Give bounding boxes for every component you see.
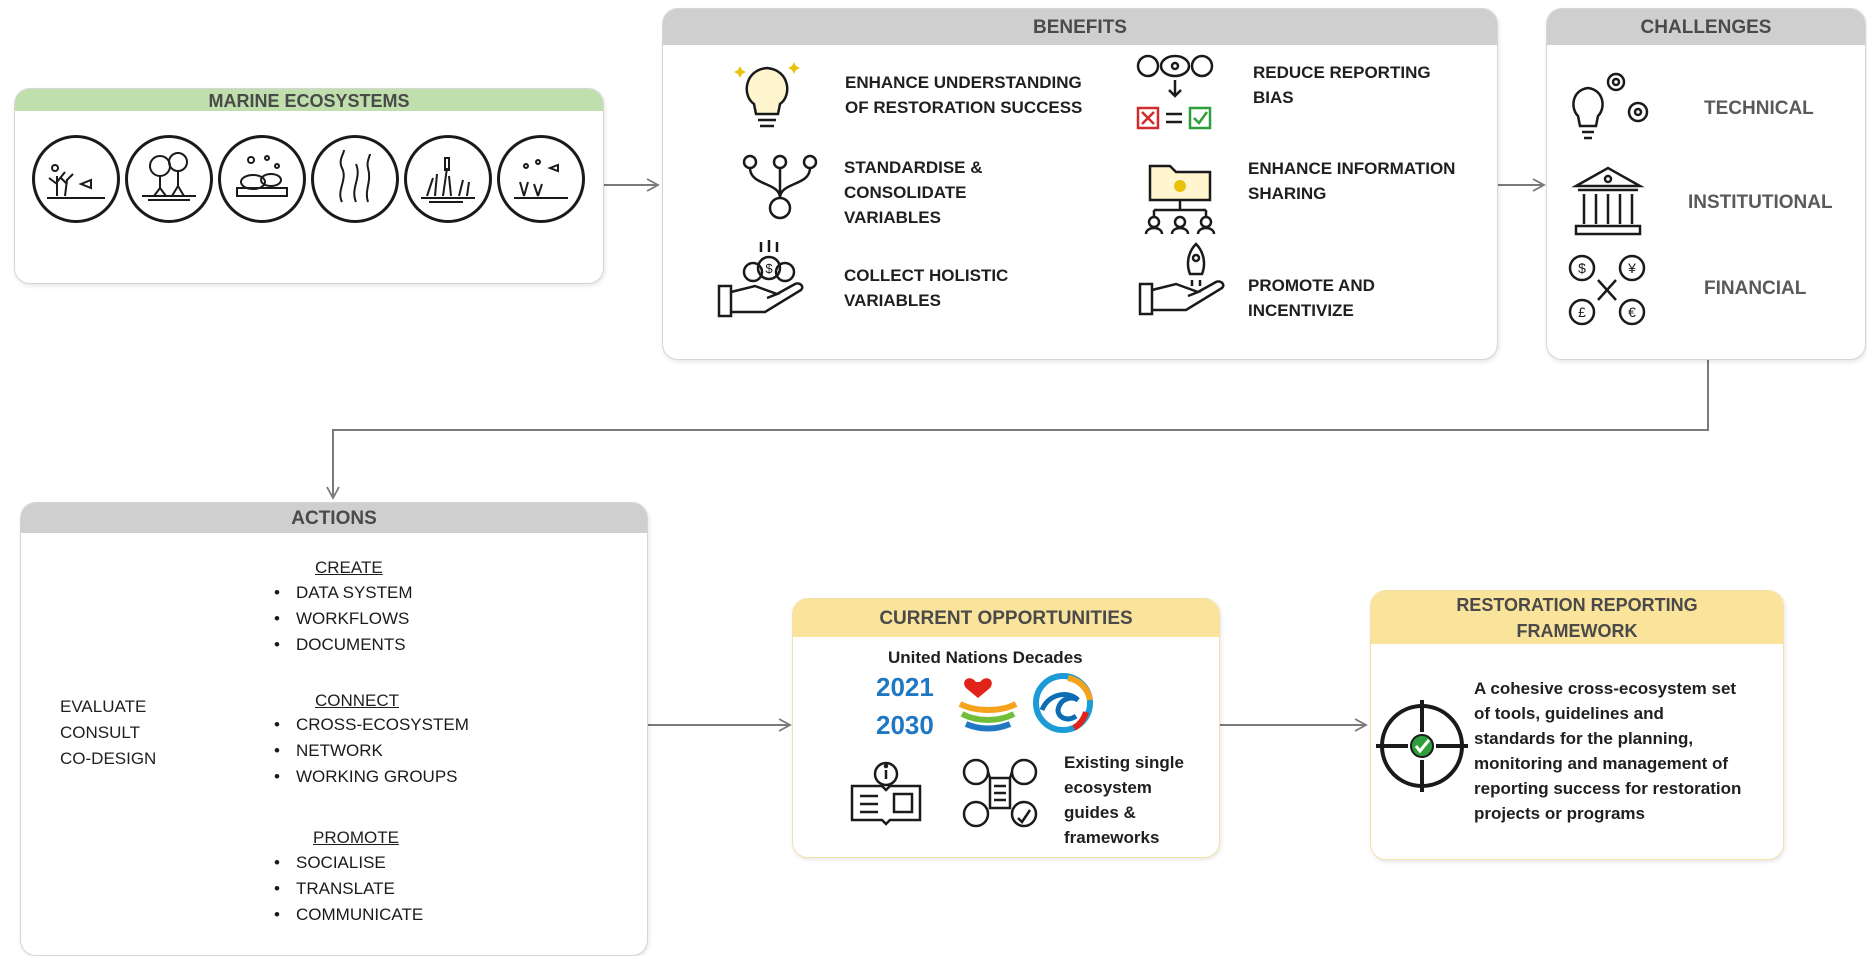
network-nodes-icon [740, 152, 820, 227]
existing-guides-label: Existing single ecosystem guides & frame… [1064, 753, 1184, 847]
guides-frameworks-icon [960, 756, 1040, 837]
list-item: WORKFLOWS [270, 606, 413, 632]
coral-reef-icon [32, 135, 120, 223]
action-heading-promote: PROMOTE [313, 828, 399, 847]
kelp-forest-icon [311, 135, 399, 223]
challenge-label-financial: FINANCIAL [1704, 278, 1807, 299]
action-heading-connect: CONNECT [315, 691, 400, 710]
target-check-icon [1374, 698, 1470, 799]
action-input-evaluate: EVALUATE [60, 697, 147, 716]
list-item: WORKING GROUPS [270, 764, 469, 790]
list-item: SOCIALISE [270, 850, 423, 876]
mangrove-icon [125, 135, 213, 223]
list-item: NETWORK [270, 738, 469, 764]
currency-exchange-icon: $ ¥ £ € [1566, 252, 1650, 333]
benefit-label-reporting-bias: REDUCE REPORTING BIAS [1253, 63, 1431, 107]
benefit-label-understanding: ENHANCE UNDERSTANDING OF RESTORATION SUC… [845, 73, 1083, 117]
marine-ecosystems-title: MARINE ECOSYSTEMS [15, 89, 603, 111]
year-end: 2030 [876, 710, 934, 740]
svg-text:¥: ¥ [1627, 260, 1636, 276]
hand-rocket-icon [1136, 240, 1236, 325]
framework-panel: RESTORATION REPORTING FRAMEWORK [1370, 590, 1784, 860]
info-book-icon [848, 760, 924, 833]
svg-text:$: $ [765, 261, 773, 276]
hand-coins-icon: $ [715, 236, 815, 327]
list-item: DATA SYSTEM [270, 580, 413, 606]
challenges-title: CHALLENGES [1547, 9, 1865, 45]
folder-sharing-icon [1140, 150, 1220, 241]
saltmarsh-icon [404, 135, 492, 223]
benefits-title: BENEFITS [663, 9, 1497, 45]
action-list-promote: SOCIALISE TRANSLATE COMMUNICATE [270, 850, 423, 928]
benefit-label-promote: PROMOTE AND INCENTIVIZE [1248, 276, 1375, 320]
lightbulb-icon [732, 56, 802, 141]
action-input-codesign: CO-DESIGN [60, 749, 157, 768]
lightbulb-gears-icon [1566, 64, 1656, 153]
benefit-label-holistic: COLLECT HOLISTIC VARIABLES [844, 266, 1009, 310]
reporting-bias-icon [1130, 50, 1220, 145]
list-item: DOCUMENTS [270, 632, 413, 658]
svg-text:$: $ [1578, 260, 1586, 276]
un-decades-heading: United Nations Decades [888, 648, 1083, 667]
framework-description: A cohesive cross-ecosystem set of tools,… [1474, 679, 1742, 823]
benefit-label-sharing: ENHANCE INFORMATION SHARING [1248, 159, 1456, 203]
ecosystem-restoration-logo-icon [956, 672, 1020, 739]
list-item: CROSS-ECOSYSTEM [270, 712, 469, 738]
svg-text:€: € [1628, 304, 1636, 320]
challenges-panel: CHALLENGES [1546, 8, 1866, 360]
action-heading-create: CREATE [315, 558, 383, 577]
challenge-label-institutional: INSTITUTIONAL [1688, 192, 1833, 213]
svg-text:£: £ [1578, 304, 1586, 320]
action-input-consult: CONSULT [60, 723, 140, 742]
benefit-label-standardise: STANDARDISE & CONSOLIDATE VARIABLES [844, 158, 983, 227]
action-list-create: DATA SYSTEM WORKFLOWS DOCUMENTS [270, 580, 413, 658]
institution-building-icon [1570, 164, 1646, 243]
arrow-challenges-to-actions [326, 358, 1709, 500]
action-list-connect: CROSS-ECOSYSTEM NETWORK WORKING GROUPS [270, 712, 469, 790]
framework-title: RESTORATION REPORTING FRAMEWORK [1371, 591, 1783, 644]
list-item: COMMUNICATE [270, 902, 423, 928]
seagrass-icon [497, 135, 585, 223]
challenge-label-technical: TECHNICAL [1704, 98, 1814, 119]
action-inputs: EVALUATE CONSULT CO-DESIGN [60, 694, 156, 772]
list-item: TRANSLATE [270, 876, 423, 902]
benefits-panel: BENEFITS [662, 8, 1498, 360]
opportunities-title: CURRENT OPPORTUNITIES [793, 599, 1219, 637]
year-start: 2021 [876, 672, 934, 702]
actions-title: ACTIONS [21, 503, 647, 533]
oyster-reef-icon [218, 135, 306, 223]
ocean-decade-logo-icon [1028, 670, 1098, 741]
